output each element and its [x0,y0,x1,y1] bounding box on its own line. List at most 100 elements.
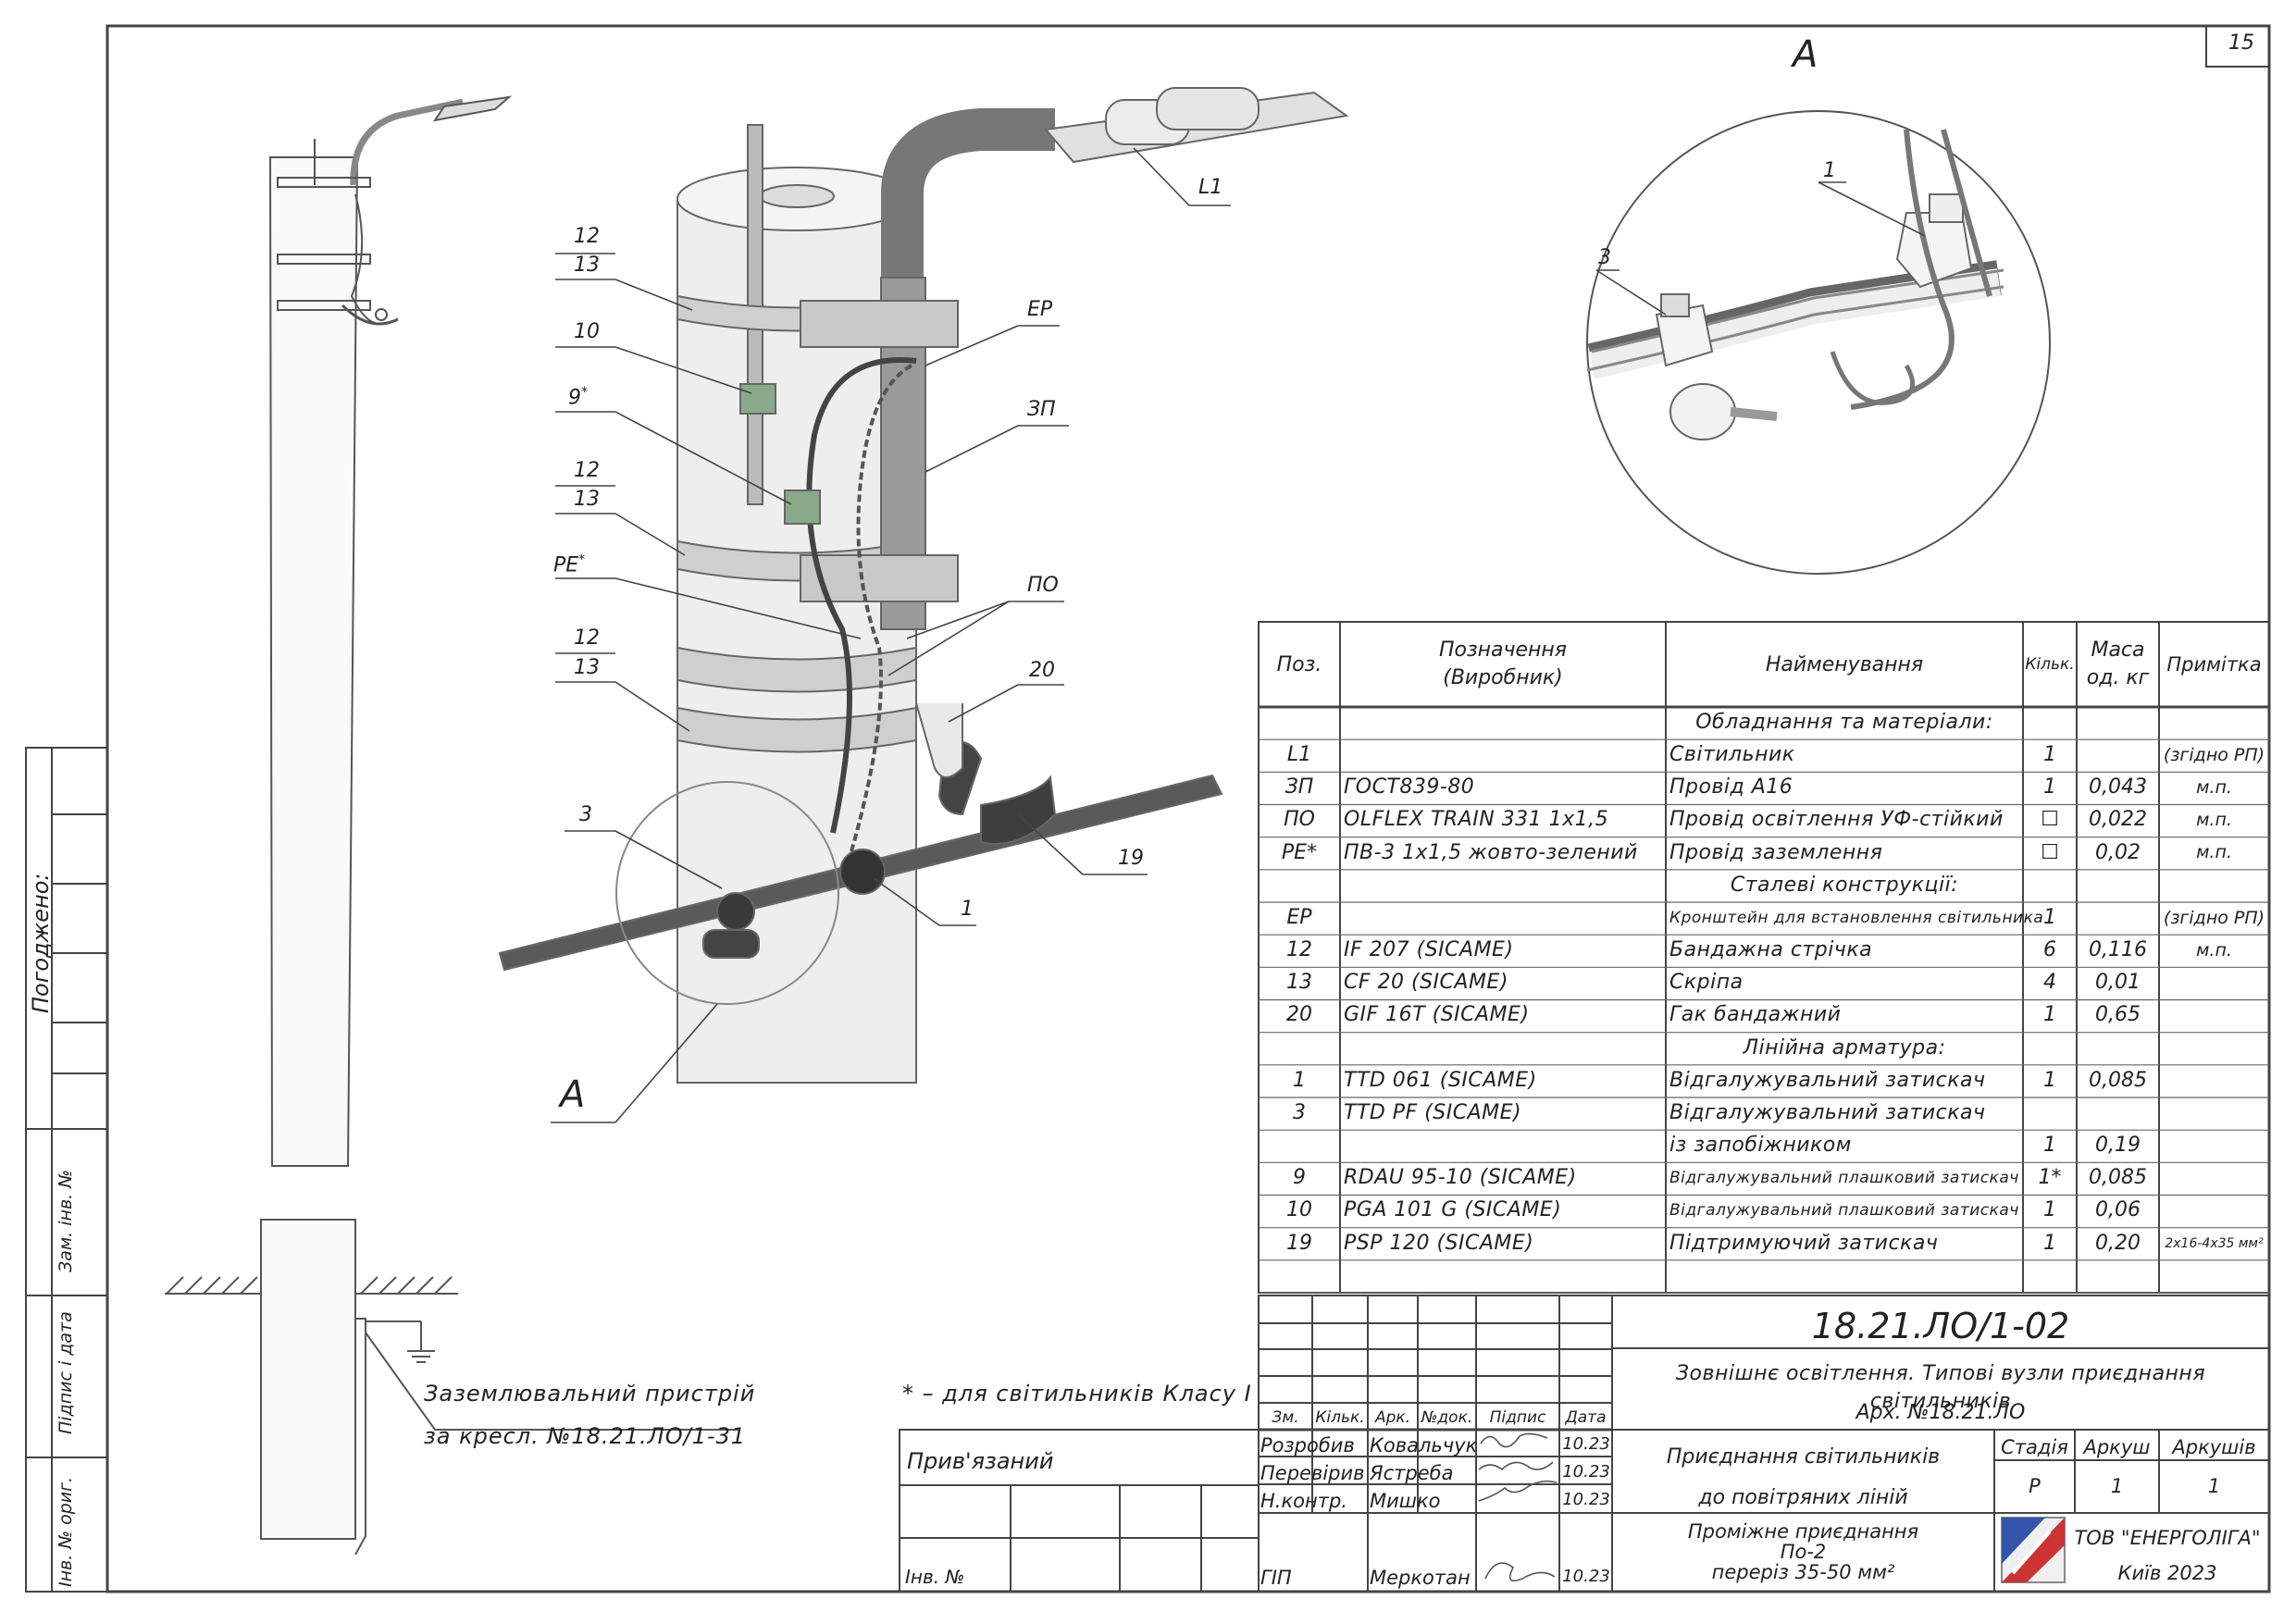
approval-role: Н.контр. [1260,1490,1347,1512]
approval-date: 10.23 [1562,1490,1610,1509]
stamp-sign-date: Підпис і дата [56,1311,76,1434]
cell-pos: EP [1286,905,1312,929]
header-qty: Кільк. [2025,655,2075,674]
cell-mass: 0,043 [2089,775,2147,800]
leader-lines [551,147,1926,1123]
callout-l1: L1 [1198,176,1223,199]
cell-name: Скріпа [1669,971,1744,995]
sheet-number: 15 [2228,31,2254,55]
header-note: Примітка [2166,653,2262,676]
cell-mass: 0,65 [2095,1003,2141,1027]
detail-title: A [1793,33,1818,76]
bound-label: Прив'язаний [907,1448,1054,1474]
callout-1: 1 [961,898,974,921]
cell-note: м.п. [2196,777,2232,799]
detail-a-view [1586,110,2051,575]
cell-pos: L1 [1286,743,1312,766]
archive-number: Арх. №18.21.ЛО [1855,1401,2026,1424]
revision-column-header: Підпис [1489,1408,1546,1427]
cell-desig: ГОСТ839-80 [1344,775,1475,800]
cell-note: (згідно РП) [2163,907,2265,928]
class-note: * – для світильників Класу І [902,1381,1252,1407]
callout-12-mid: 12 [574,459,600,482]
stamp-orig: Інв. № ориг. [56,1476,76,1587]
cell-name: Гак бандажний [1669,1003,1842,1027]
cell-name: Бандажна стрічка [1669,938,1873,961]
cell-mass: 0,085 [2089,1166,2147,1190]
cell-qty: ☐ [2041,808,2059,832]
cell-name: Відгалужувальний затискач [1669,1100,1986,1124]
cell-pos: 3 [1293,1100,1306,1124]
inv-label: Інв. № [905,1566,965,1588]
stage-value: Р [2029,1475,2041,1497]
cell-mass: 0,01 [2095,971,2141,995]
callout-ep: EP [1027,298,1053,321]
sheet-value: 1 [2110,1475,2124,1497]
header-designation: Позначення(Виробник) [1438,638,1568,689]
detail-callout-3: 3 [1598,246,1611,269]
cell-pos: 9 [1293,1166,1306,1190]
callout-a: A [560,1073,586,1116]
cell-name: із запобіжником [1669,1134,1852,1157]
cell-name: Обладнання та матеріали: [1695,710,1993,734]
cell-mass: 0,022 [2089,808,2147,832]
cell-qty: 4 [2043,971,2056,995]
cell-note: м.п. [2196,810,2232,831]
project-title: Зовнішнє освітлення. Типові вузли приєдн… [1675,1362,2206,1413]
cell-name: Відгалужувальний плашковий затискач [1669,1201,2019,1221]
callout-19: 19 [1118,847,1144,870]
cell-name: Сталеві конструкції: [1730,873,1959,897]
cell-qty: ☐ [2041,840,2059,864]
cell-qty: 1 [2043,1003,2056,1027]
callout-3: 3 [579,803,592,826]
approval-name: Ковальчук [1370,1434,1478,1457]
cell-mass: 0,085 [2089,1068,2147,1092]
callout-13-top: 13 [574,254,600,277]
approval-role: Розробив [1260,1434,1355,1457]
approval-name: Меркотан [1370,1567,1471,1589]
organization: ТОВ "ЕНЕРГОЛІГА" [2074,1527,2261,1549]
cell-pos: 19 [1286,1231,1312,1255]
cell-qty: 1 [2043,1231,2056,1255]
revision-column-header: Зм. [1272,1408,1299,1427]
sheets-header: Аркушів [2172,1436,2256,1458]
cell-pos: ЗП [1285,775,1314,800]
callout-13-low: 13 [574,656,600,679]
cell-pos: 12 [1286,938,1312,961]
approval-role: Перевірив [1260,1462,1365,1484]
spec-row-lines [1259,738,2269,1294]
cell-note: 2х16-4х35 мм² [2165,1235,2264,1251]
revision-column-header: Дата [1565,1408,1607,1427]
cell-note: м.п. [2196,842,2232,863]
callout-zp: ЗП [1027,398,1056,421]
cell-pos: 20 [1286,1003,1312,1027]
cell-qty: 1 [2043,743,2056,766]
sheets-value: 1 [2207,1475,2221,1497]
cell-desig: OLFLEX TRAIN 331 1x1,5 [1344,808,1609,832]
cell-mass: 0,06 [2095,1198,2141,1222]
side-stamp [25,747,108,1593]
ground-note-line2: за кресл. №18.21.ЛО/1-31 [424,1423,747,1449]
cell-pos: ПО [1284,808,1315,832]
doc-code: 18.21.ЛО/1-02 [1811,1306,2070,1346]
cell-desig: CF 20 (SICAME) [1344,971,1508,995]
doc-name-line1: Приєднання світильників [1666,1445,1941,1469]
approval-date: 10.23 [1562,1434,1610,1454]
callout-12-low: 12 [574,626,600,650]
cell-name: Лінійна арматура: [1743,1035,1946,1060]
cell-qty: 1 [2043,775,2056,800]
callout-9: 9* [568,385,588,410]
stamp-replace: Зам. інв. № [56,1170,76,1272]
cell-name: Кронштейн для встановлення світильника [1669,908,2044,927]
doc-name-line2: до повітряних ліній [1698,1486,1908,1509]
cell-pos: 1 [1293,1068,1306,1092]
callout-12-top: 12 [574,225,600,248]
cell-note: м.п. [2196,939,2232,961]
cell-name: Відгалужувальний плашковий затискач [1669,1169,2019,1188]
callout-10: 10 [574,320,600,343]
approval-role: ГІП [1260,1567,1292,1589]
approval-name: Ястреба [1370,1462,1454,1484]
cell-desig: TTD PF (SICAME) [1344,1100,1522,1124]
cell-name: Підтримуючий затискач [1669,1231,1939,1255]
sub-title: Проміжне приєднання По-2 переріз 35-50 м… [1687,1520,1919,1584]
